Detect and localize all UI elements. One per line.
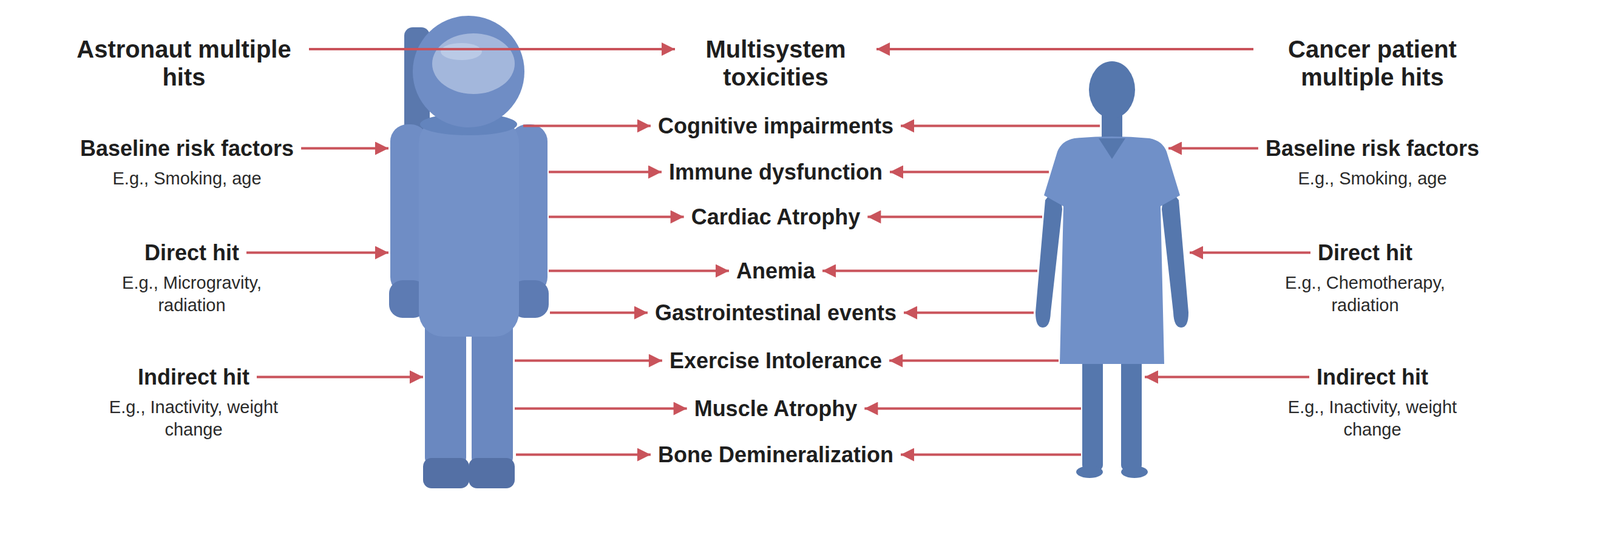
- heading-text: Astronaut multiple hits: [62, 35, 306, 92]
- hit-example: E.g., Inactivity, weight change: [1281, 396, 1464, 442]
- leader-arrow: [256, 376, 424, 379]
- arm: [1161, 182, 1189, 328]
- leader-arrow: [1168, 147, 1259, 150]
- leader-arrow: [548, 216, 685, 219]
- leader-arrow: [822, 270, 1038, 273]
- arm: [1035, 182, 1063, 328]
- toxicity-text: Muscle Atrophy: [694, 395, 858, 422]
- leader-arrow: [900, 454, 1082, 457]
- connector-arrow: [876, 47, 1254, 51]
- hit-example: E.g., Chemotherapy, radiation: [1274, 271, 1457, 317]
- leader-arrow: [864, 407, 1082, 411]
- toxicity-label: Muscle Atrophy: [694, 395, 858, 422]
- helmet: [412, 15, 525, 128]
- leader-arrow: [900, 125, 1100, 128]
- hit-label: Direct hitE.g., Chemotherapy, radiation: [1249, 239, 1481, 317]
- hit-label: Indirect hitE.g., Inactivity, weight cha…: [78, 364, 309, 442]
- leader-arrow: [246, 251, 389, 255]
- leg: [1121, 358, 1142, 471]
- leader-arrow: [889, 359, 1059, 363]
- leader-arrow: [889, 171, 1049, 174]
- hit-title: Baseline risk factors: [80, 135, 294, 162]
- leader-arrow: [903, 311, 1034, 315]
- hit-example: E.g., Smoking, age: [95, 167, 278, 190]
- toxicity-text: Gastrointestinal events: [654, 299, 897, 326]
- toxicity-label: Exercise Intolerance: [669, 347, 882, 374]
- visor-glare: [440, 43, 482, 61]
- foot: [1076, 466, 1103, 479]
- heading-label: Cancer patient multiple hits: [1257, 35, 1488, 92]
- visor: [432, 33, 515, 95]
- heading-label: Multisystem toxicities: [678, 35, 873, 92]
- leg: [424, 315, 467, 468]
- leg: [471, 315, 513, 468]
- heading-text: Multisystem toxicities: [678, 35, 873, 92]
- gown: [1044, 136, 1180, 365]
- torso: [418, 118, 519, 337]
- heading-label: Astronaut multiple hits: [62, 35, 306, 92]
- hit-title: Direct hit: [144, 239, 240, 266]
- toxicity-label: Cardiac Atrophy: [691, 203, 861, 231]
- toxicity-text: Cognitive impairments: [657, 112, 894, 139]
- connector-arrow: [308, 47, 675, 51]
- boot: [423, 458, 470, 489]
- hit-label: Indirect hitE.g., Inactivity, weight cha…: [1257, 364, 1488, 442]
- patient-figure: [1035, 61, 1189, 479]
- leader-arrow: [523, 125, 651, 128]
- leader-arrow: [514, 359, 663, 363]
- head: [1088, 61, 1136, 119]
- astronaut-figure: [389, 15, 549, 489]
- toxicity-text: Exercise Intolerance: [669, 347, 882, 374]
- leader-arrow: [514, 407, 688, 411]
- hit-title: Baseline risk factors: [1265, 135, 1480, 162]
- hit-label: Baseline risk factorsE.g., Smoking, age: [71, 135, 303, 190]
- hit-label: Baseline risk factorsE.g., Smoking, age: [1257, 135, 1488, 190]
- toxicity-text: Bone Demineralization: [657, 441, 894, 468]
- boot: [468, 458, 515, 489]
- toxicity-text: Cardiac Atrophy: [691, 203, 861, 231]
- hit-label: Direct hitE.g., Microgravity, radiation: [76, 239, 308, 317]
- toxicity-label: Anemia: [736, 257, 816, 285]
- leader-arrow: [548, 171, 662, 174]
- hit-title: Direct hit: [1317, 239, 1413, 266]
- leader-arrow: [1189, 251, 1311, 255]
- leg: [1082, 358, 1103, 471]
- leader-arrow: [1144, 376, 1310, 379]
- toxicity-label: Bone Demineralization: [657, 441, 894, 468]
- hit-example: E.g., Microgravity, radiation: [100, 271, 283, 317]
- leader-arrow: [515, 454, 651, 457]
- gown-neckline: [1098, 138, 1126, 160]
- leader-arrow: [548, 270, 729, 273]
- leader-arrow: [549, 311, 648, 315]
- heading-text: Cancer patient multiple hits: [1257, 35, 1488, 92]
- hit-example: E.g., Inactivity, weight change: [102, 396, 285, 442]
- toxicity-text: Immune dysfunction: [668, 159, 883, 186]
- toxicity-label: Cognitive impairments: [657, 112, 894, 139]
- leader-arrows: [246, 126, 1311, 456]
- hit-title: Indirect hit: [1316, 364, 1429, 391]
- toxicity-label: Gastrointestinal events: [654, 299, 897, 326]
- toxicity-label: Immune dysfunction: [668, 159, 883, 186]
- hit-example: E.g., Smoking, age: [1281, 167, 1464, 190]
- toxicity-text: Anemia: [736, 257, 816, 285]
- foot: [1121, 466, 1148, 479]
- hit-title: Indirect hit: [137, 364, 250, 391]
- leader-arrow: [867, 216, 1043, 219]
- leader-arrow: [301, 147, 389, 150]
